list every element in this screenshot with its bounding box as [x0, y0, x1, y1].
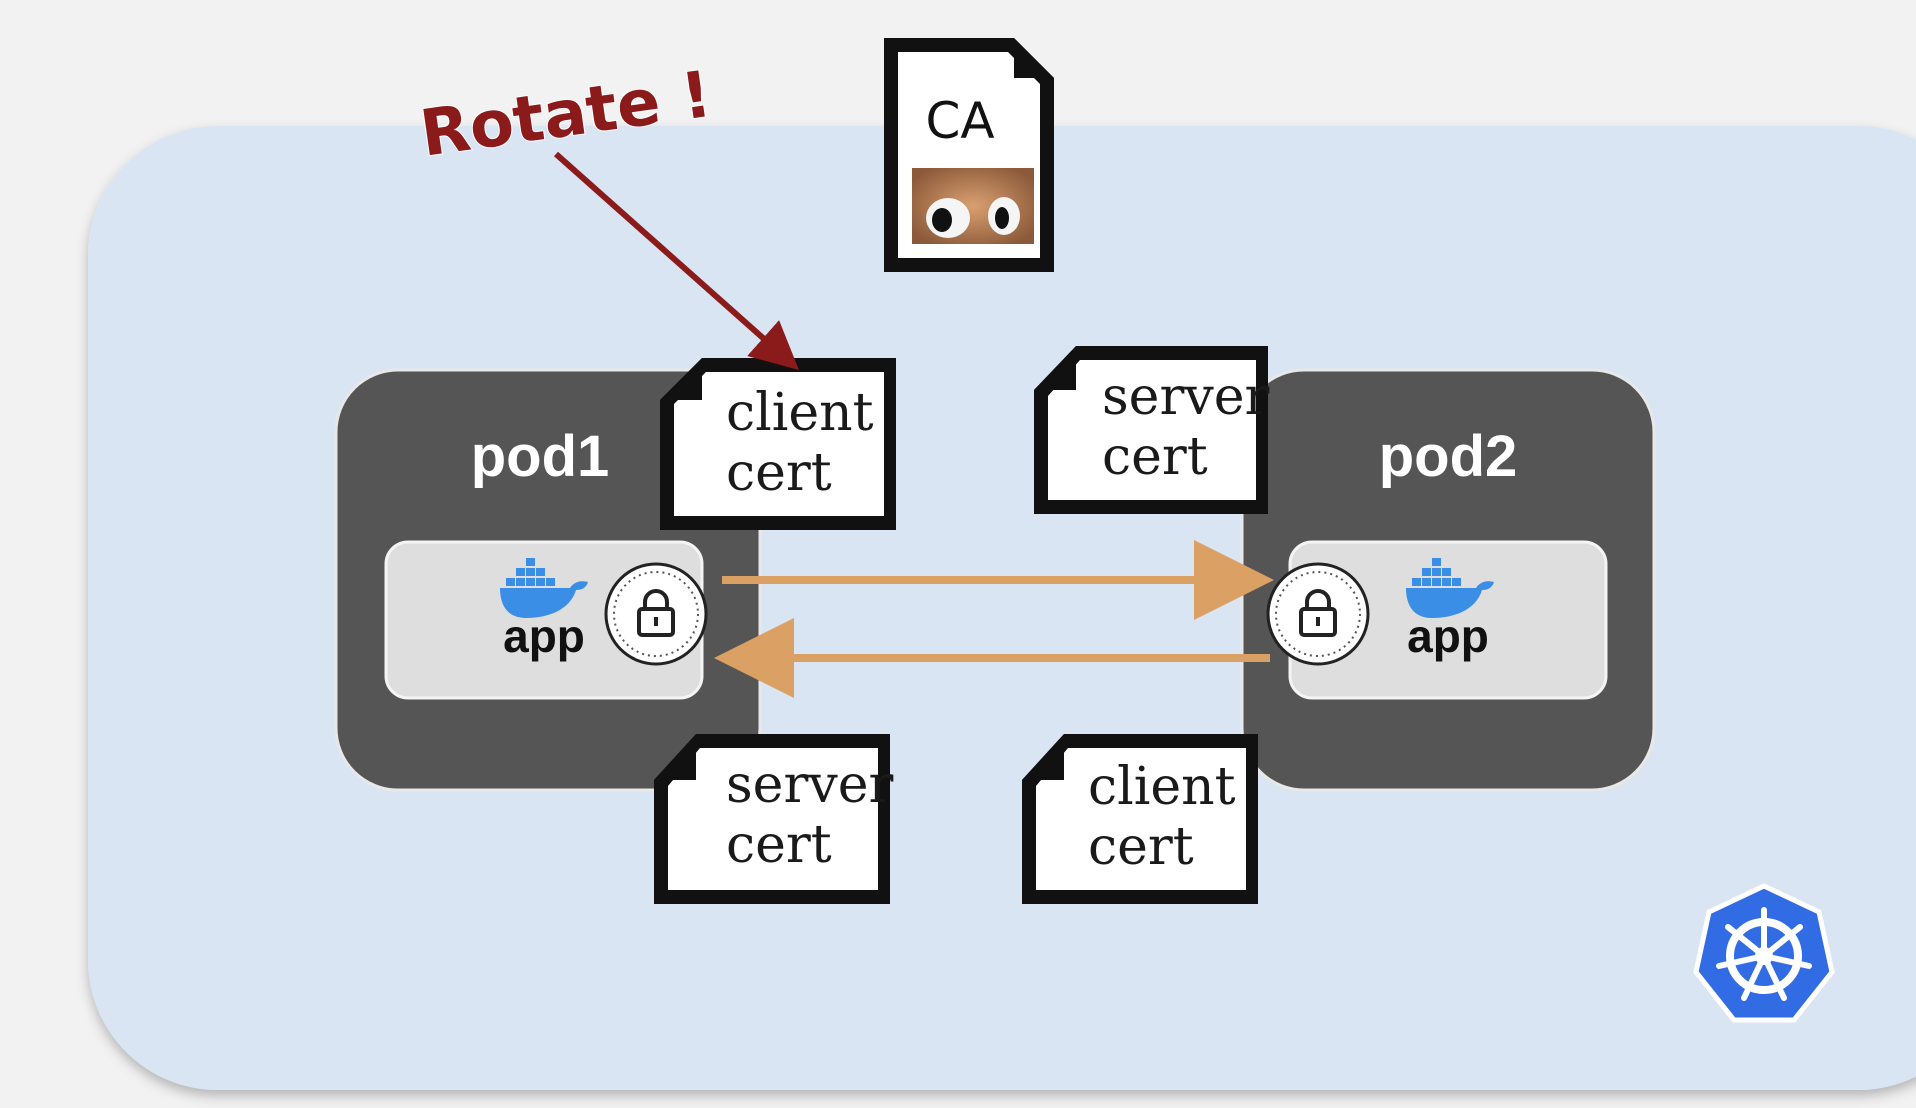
ca-certificate: CA	[884, 38, 1054, 272]
pod1-label: pod1	[471, 424, 610, 489]
lock-icon	[1266, 562, 1370, 666]
docker-whale-icon	[500, 558, 588, 618]
pod1-server-cert: server cert	[654, 734, 893, 904]
lock-icon	[604, 562, 708, 666]
rotate-arrow	[554, 151, 799, 370]
pod2-client-cert-line1: client	[1088, 757, 1236, 817]
pod2-app-label: app	[1407, 610, 1489, 662]
pod2-client-cert-line2: cert	[1088, 817, 1194, 877]
pod1-app-label: app	[503, 610, 585, 662]
pod2-server-cert-line1: server	[1102, 367, 1269, 427]
pod1-server-cert-line2: cert	[726, 815, 832, 875]
pod2-server-cert-line2: cert	[1102, 427, 1208, 487]
pod2: pod2	[1240, 368, 1656, 792]
pod2-label: pod2	[1379, 424, 1518, 489]
pod2-client-cert: client cert	[1022, 734, 1258, 904]
ca-image-icon	[912, 168, 1034, 244]
docker-whale-icon	[1406, 558, 1494, 618]
cluster-background	[88, 126, 1916, 1090]
pod1-client-cert: client cert	[660, 358, 896, 530]
kubernetes-icon	[1693, 883, 1835, 1023]
pod1-client-cert-line2: cert	[726, 443, 832, 503]
ca-label: CA	[925, 92, 994, 150]
pod1-client-cert-line1: client	[726, 383, 874, 443]
pod2-server-cert: server cert	[1034, 346, 1269, 514]
pod1-server-cert-line1: server	[726, 755, 893, 815]
